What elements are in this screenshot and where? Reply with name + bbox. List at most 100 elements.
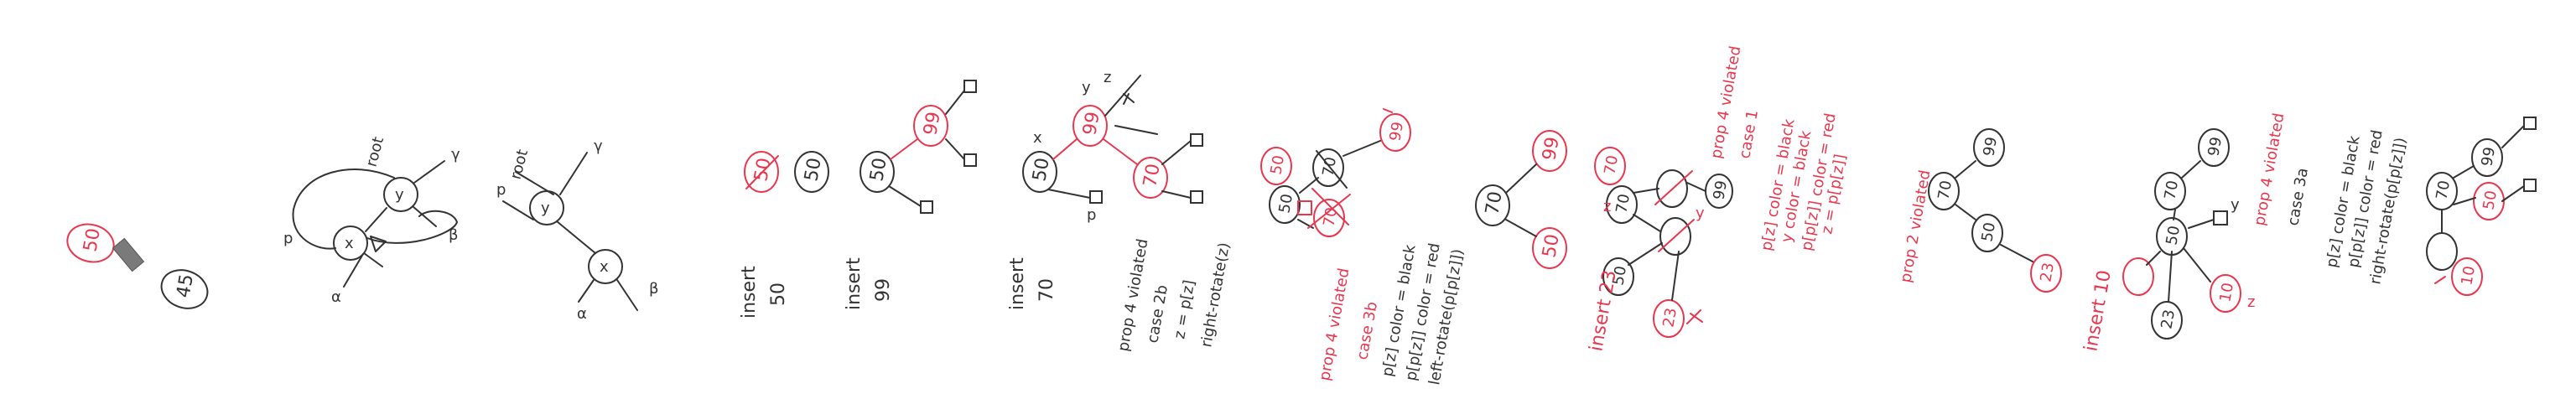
note: z = p[z] bbox=[1171, 278, 1198, 340]
node-right bbox=[1973, 128, 2005, 167]
label-p-right: p bbox=[496, 181, 506, 199]
caption: 50 bbox=[768, 283, 789, 306]
node-99 bbox=[1072, 105, 1108, 147]
red-node bbox=[744, 151, 779, 193]
node-left bbox=[1971, 214, 2003, 252]
label-gamma: γ bbox=[451, 146, 460, 163]
caption: insert 10 bbox=[2080, 268, 2116, 353]
step-insert-99: 50 99 insert 99 bbox=[844, 80, 977, 310]
node-label: 50 bbox=[2163, 225, 2184, 246]
caption: 70 bbox=[1036, 278, 1057, 302]
step-insert-50: 50 50 insert 50 bbox=[739, 151, 829, 319]
node-label: 50 bbox=[1609, 265, 1630, 287]
label-y: y bbox=[395, 186, 404, 204]
node bbox=[1313, 199, 1345, 237]
label-x-right: x bbox=[600, 258, 609, 276]
tool-demo: 50 45 bbox=[66, 223, 209, 309]
node bbox=[1602, 257, 1634, 296]
eraser-icon[interactable] bbox=[112, 237, 145, 272]
step-after-3b: 70 99 50 bbox=[1475, 130, 1567, 269]
step-insert-23: 70 70 50 99 23 z y insert 23 prop 4 viol… bbox=[1586, 44, 1849, 353]
node-right bbox=[1532, 130, 1567, 172]
label-y: y bbox=[1082, 79, 1091, 96]
note: case 1 bbox=[1736, 109, 1762, 160]
node-label: 99 bbox=[1079, 110, 1104, 137]
step-prop-2: prop 2 violated 70 99 50 23 bbox=[1897, 128, 2062, 293]
node-leaf bbox=[2030, 254, 2062, 293]
note: prop 4 violated bbox=[2251, 111, 2288, 227]
node-label: 50 bbox=[1539, 232, 1563, 259]
nil-leaf bbox=[920, 200, 933, 214]
label-z: z bbox=[2247, 293, 2255, 311]
node-label: 50 bbox=[1978, 221, 1999, 243]
node-label: 50 bbox=[1029, 156, 1053, 183]
node bbox=[2471, 138, 2503, 177]
caption: insert bbox=[739, 266, 760, 319]
node-label: 23 bbox=[2158, 308, 2179, 330]
node-label: 70 bbox=[1482, 189, 1506, 216]
black-node bbox=[160, 269, 209, 309]
node bbox=[1379, 113, 1411, 152]
node-label: 50 bbox=[801, 156, 825, 183]
label-y-right: y bbox=[541, 200, 550, 217]
node-x-right bbox=[588, 249, 623, 284]
nil-leaf bbox=[963, 80, 977, 93]
note: case 3a bbox=[2284, 167, 2312, 227]
node-root bbox=[1475, 184, 1510, 226]
node bbox=[1594, 147, 1626, 185]
node bbox=[2122, 257, 2154, 296]
node-root bbox=[860, 151, 895, 193]
node-label: 10 bbox=[2458, 265, 2479, 287]
label-y: y bbox=[2231, 196, 2240, 214]
label-alpha-right: α bbox=[577, 305, 587, 323]
nil-leaf bbox=[1089, 190, 1103, 204]
node-label: 99 bbox=[1539, 135, 1563, 162]
caption: insert bbox=[844, 257, 865, 310]
node-label: 99 bbox=[1980, 136, 2001, 158]
black-node-label: 45 bbox=[173, 272, 197, 299]
label-gamma-right: γ bbox=[594, 137, 603, 155]
black-node bbox=[794, 151, 829, 193]
node-label: 99 bbox=[1710, 179, 1731, 201]
node-label: 70 bbox=[1140, 162, 1164, 189]
node-label: 23 bbox=[1659, 307, 1680, 329]
rotation-diagram-right: y x root p α β γ bbox=[496, 137, 659, 323]
step-case-3b: 50 50 70 70 99 prop 4 violated case 3b p… bbox=[1260, 108, 1467, 386]
node bbox=[1659, 217, 1691, 256]
nil-leaf bbox=[1190, 133, 1203, 147]
node-label: 99 bbox=[920, 110, 944, 137]
node-label: 23 bbox=[2037, 262, 2058, 283]
label-y: y bbox=[1696, 205, 1705, 222]
nil-leaf bbox=[2523, 117, 2537, 130]
node bbox=[1606, 185, 1638, 224]
label-beta: β bbox=[449, 226, 459, 244]
node-label: 99 bbox=[2205, 136, 2225, 158]
rotation-diagram-left: y x root p α β γ bbox=[283, 135, 460, 306]
label-z: z bbox=[1104, 69, 1111, 86]
node-x bbox=[333, 226, 368, 261]
step-final: 70 99 50 10 bbox=[2426, 117, 2537, 296]
label-root: root bbox=[363, 135, 388, 168]
note: case 2b bbox=[1144, 283, 1171, 345]
node-left bbox=[1532, 227, 1567, 269]
node-label: 70 bbox=[1601, 154, 1622, 176]
step-insert-10: insert 10 70 99 50 23 10 y z prop 4 viol… bbox=[2080, 111, 2409, 353]
node bbox=[2210, 274, 2241, 313]
note: case 3b bbox=[1353, 300, 1381, 361]
node bbox=[1653, 299, 1685, 338]
step-insert-70: 50 99 70 x y z p insert 70 prop 4 violat… bbox=[1007, 69, 1233, 353]
label-p: p bbox=[1087, 206, 1096, 224]
label-beta-right: β bbox=[649, 280, 659, 298]
node-root bbox=[1022, 151, 1057, 193]
node-label: 50 bbox=[2480, 189, 2501, 211]
red-node-label: 50 bbox=[80, 226, 104, 253]
node bbox=[2473, 182, 2505, 220]
label-z: z bbox=[1603, 198, 1611, 215]
node bbox=[1269, 185, 1301, 224]
node-root bbox=[1928, 172, 1960, 210]
node bbox=[1260, 147, 1292, 185]
node-child bbox=[913, 105, 948, 147]
label-alpha: α bbox=[331, 288, 341, 306]
nil-leaf bbox=[2523, 179, 2537, 192]
